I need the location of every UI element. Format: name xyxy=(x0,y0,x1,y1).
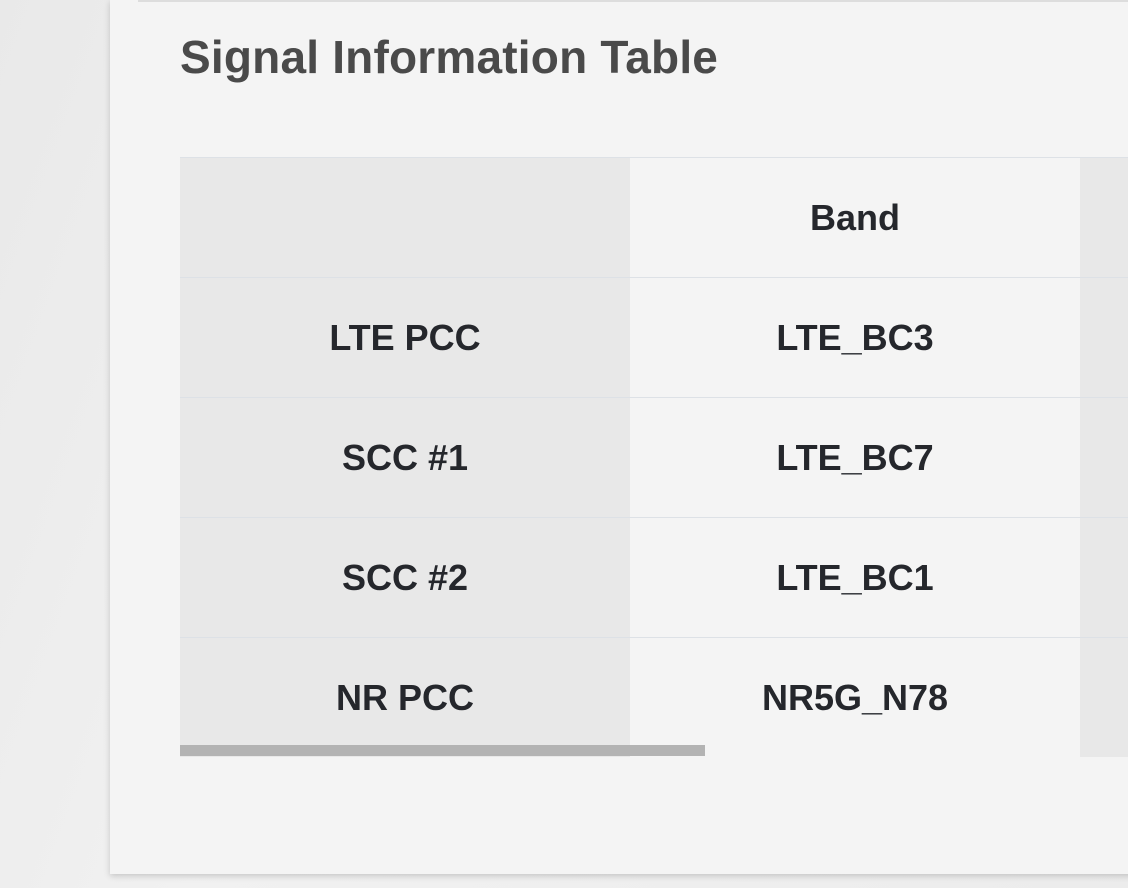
table-header-row: Band xyxy=(180,157,1128,278)
signal-table: Band LTE PCC LTE_BC3 SCC #1 LTE_BC7 SCC … xyxy=(180,157,1128,757)
table-row: NR PCC NR5G_N78 xyxy=(180,637,1128,757)
header-next-cell xyxy=(1080,157,1128,278)
horizontal-scrollbar-thumb[interactable] xyxy=(180,745,705,756)
table-row: LTE PCC LTE_BC3 xyxy=(180,277,1128,398)
row-label: LTE PCC xyxy=(180,277,630,398)
row-label: SCC #2 xyxy=(180,517,630,638)
row-next-cell xyxy=(1080,637,1128,757)
row-band: NR5G_N78 xyxy=(630,637,1080,757)
row-next-cell xyxy=(1080,517,1128,638)
header-label-cell xyxy=(180,157,630,278)
row-next-cell xyxy=(1080,397,1128,518)
row-band: LTE_BC1 xyxy=(630,517,1080,638)
page-title: Signal Information Table xyxy=(180,31,719,83)
card-divider xyxy=(138,0,1128,2)
row-band: LTE_BC3 xyxy=(630,277,1080,398)
header-band-cell: Band xyxy=(630,157,1080,278)
row-label: SCC #1 xyxy=(180,397,630,518)
signal-table-container[interactable]: Band LTE PCC LTE_BC3 SCC #1 LTE_BC7 SCC … xyxy=(180,157,1128,757)
row-next-cell xyxy=(1080,277,1128,398)
row-band: LTE_BC7 xyxy=(630,397,1080,518)
table-row: SCC #1 LTE_BC7 xyxy=(180,397,1128,518)
row-label: NR PCC xyxy=(180,637,630,757)
table-row: SCC #2 LTE_BC1 xyxy=(180,517,1128,638)
